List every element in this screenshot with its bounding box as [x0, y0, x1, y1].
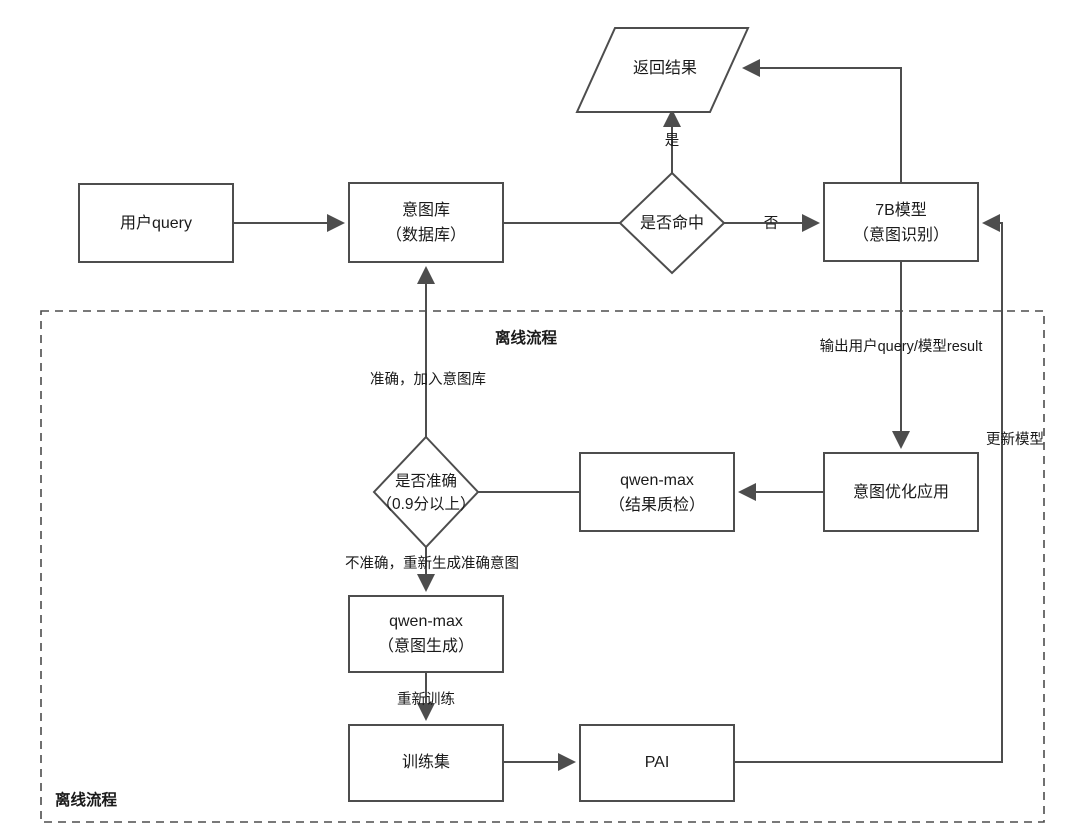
- node-intent-optimize-label: 意图优化应用: [853, 482, 949, 501]
- node-qwen-max-gen-label-line2: （意图生成）: [378, 636, 474, 655]
- node-model-7b[interactable]: 7B模型 （意图识别）: [823, 182, 979, 262]
- node-qwen-max-qc[interactable]: qwen-max （结果质检）: [579, 452, 735, 532]
- node-model-7b-label-line1: 7B模型: [875, 201, 927, 219]
- node-qwen-max-gen-label-line1: qwen-max: [389, 613, 463, 630]
- edge-label-yes: 是: [665, 133, 680, 149]
- offline-flow-group-box: [40, 310, 1045, 823]
- edge-label-inaccurate-regenerate: 不准确，重新生成准确意图: [345, 554, 519, 572]
- edge-label-retrain: 重新训练: [397, 691, 455, 708]
- node-intent-db[interactable]: 意图库 （数据库）: [348, 182, 504, 263]
- node-qwen-max-qc-label-line1: qwen-max: [620, 472, 694, 489]
- node-return-result[interactable]: 返回结果: [575, 27, 750, 113]
- node-is-hit[interactable]: 是否命中: [618, 171, 726, 275]
- node-training-set[interactable]: 训练集: [348, 724, 504, 802]
- node-qwen-max-gen[interactable]: qwen-max （意图生成）: [348, 595, 504, 673]
- group-label-offline-flow-bottom: 离线流程: [55, 790, 118, 809]
- node-pai-label: PAI: [645, 754, 670, 771]
- edge-label-accurate-add-to-db: 准确，加入意图库: [370, 370, 486, 388]
- node-intent-db-label-line1: 意图库: [402, 200, 450, 219]
- edge-label-no: 否: [764, 216, 779, 232]
- node-pai[interactable]: PAI: [579, 724, 735, 802]
- node-intent-db-label-line2: （数据库）: [386, 226, 466, 244]
- node-is-hit-label: 是否命中: [640, 214, 704, 232]
- edge-pai-to-model-7b: [734, 214, 1003, 763]
- node-intent-optimize[interactable]: 意图优化应用: [823, 452, 979, 532]
- node-is-accurate-label-line2: （0.9分以上）: [376, 495, 475, 513]
- node-is-accurate-label-line1: 是否准确: [395, 472, 457, 490]
- node-qwen-max-qc-label-line2: （结果质检）: [609, 496, 705, 514]
- edge-label-update-model: 更新模型: [986, 431, 1044, 448]
- node-model-7b-label-line2: （意图识别）: [853, 225, 949, 244]
- node-training-set-label: 训练集: [402, 753, 450, 771]
- node-return-result-label: 返回结果: [633, 59, 697, 77]
- edge-label-output-query-result: 输出用户query/模型result: [820, 338, 983, 355]
- node-is-accurate[interactable]: 是否准确 （0.9分以上）: [372, 435, 480, 549]
- node-user-query[interactable]: 用户query: [78, 183, 234, 263]
- group-label-offline-flow-top: 离线流程: [495, 328, 558, 347]
- edge-model-7b-to-return-result: [742, 59, 902, 183]
- node-user-query-label: 用户query: [120, 214, 192, 232]
